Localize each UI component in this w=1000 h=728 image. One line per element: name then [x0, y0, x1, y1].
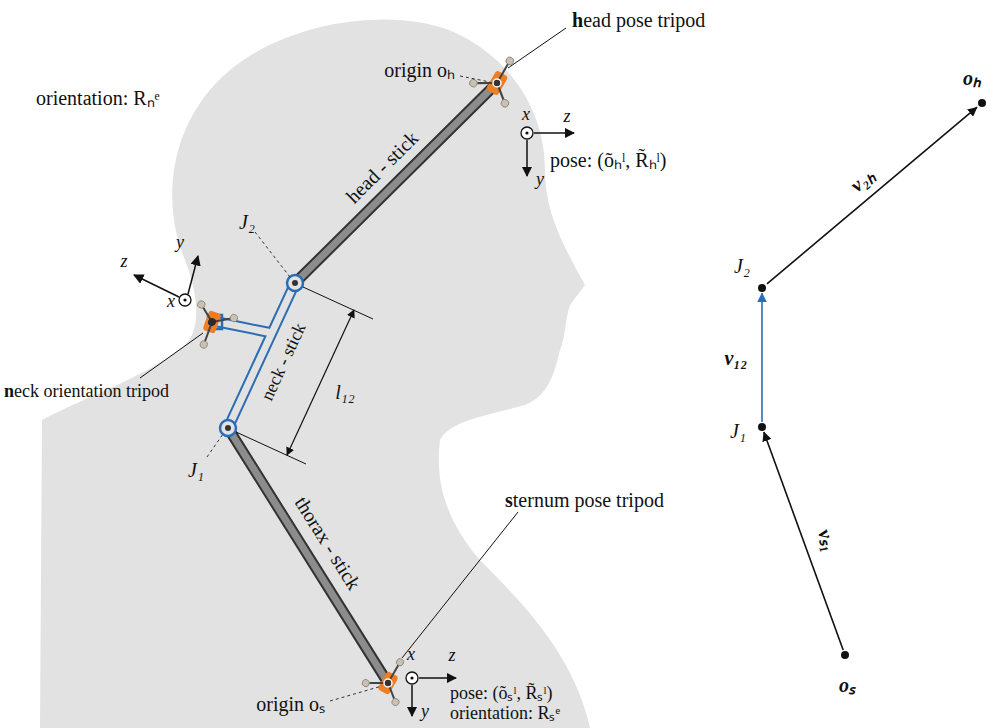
dimension-label: l₁₂	[335, 381, 354, 403]
vector-point: oₛ	[840, 650, 850, 660]
origin-point	[384, 679, 392, 687]
point-dot	[758, 284, 766, 292]
axis-out-of-plane	[525, 131, 528, 134]
joint-center	[292, 280, 298, 286]
joint-label: J₂	[239, 211, 255, 233]
thorax-stick	[228, 428, 388, 683]
point-label: J₂	[734, 255, 750, 277]
axis-arrow	[411, 685, 413, 716]
leader-line	[140, 333, 203, 378]
origin-label: origin oₕ	[384, 59, 455, 81]
vector-arrow	[761, 293, 763, 422]
axis-arrow	[419, 677, 456, 679]
axis-label: z	[563, 107, 570, 127]
point-label: oₕ	[963, 67, 981, 89]
vector-point: J₂	[757, 283, 767, 293]
leader-line	[255, 232, 290, 277]
axis-label: y	[176, 233, 184, 253]
leader-line	[207, 434, 223, 457]
vector-point: J₁	[757, 422, 767, 432]
orientation-label: orientation: Rₛᵉ	[450, 704, 560, 724]
axis-label: x	[167, 292, 175, 312]
leader-line	[508, 28, 566, 68]
axis-label: x	[407, 645, 415, 665]
pose-label: pose: (õₕˡ, R̃ₕˡ)	[550, 149, 667, 171]
axis-label: y	[421, 702, 429, 722]
axis-label: z	[120, 252, 127, 272]
vector-arrow	[764, 432, 843, 650]
joint-center	[225, 425, 231, 431]
head-stick	[295, 83, 497, 283]
leader-line	[460, 76, 490, 82]
axis-out-of-plane	[410, 676, 413, 679]
vector-arrow	[767, 107, 977, 284]
joint-label: J₁	[188, 459, 204, 481]
thorax-stick	[228, 428, 388, 683]
head-silhouette	[40, 20, 590, 728]
axis-arrow	[188, 256, 198, 294]
head-stick	[295, 83, 497, 283]
vector-label: v₂ₕ	[846, 164, 878, 196]
axis-out-of-plane	[183, 298, 186, 301]
joint	[220, 420, 236, 436]
origin-label: origin oₛ	[256, 693, 325, 715]
axis-label: y	[536, 170, 544, 190]
axis-out-of-plane	[521, 127, 533, 139]
axis-label: z	[448, 646, 455, 666]
axis-out-of-plane	[406, 672, 418, 684]
part-label: neck orientation tripod	[4, 382, 169, 402]
origin-point	[493, 79, 501, 87]
leader-line	[402, 512, 518, 658]
axis-arrow	[534, 132, 574, 134]
point-label: J₁	[730, 420, 746, 442]
axis-out-of-plane	[179, 294, 191, 306]
vector-point: oₕ	[977, 98, 987, 108]
point-dot	[758, 423, 766, 431]
extension-line	[303, 287, 373, 319]
vector-label: vₛ₁	[814, 526, 842, 554]
point-dot	[841, 651, 849, 659]
axis-arrow	[526, 140, 528, 176]
point-dot	[978, 99, 986, 107]
axis-label: x	[522, 105, 530, 125]
part-label: head pose tripod	[572, 9, 705, 31]
neck-tripod	[184, 300, 239, 356]
pose-label: pose: (õₛˡ, R̃ₛˡ)	[450, 684, 552, 704]
orientation-label: orientation: Rₙᵉ	[36, 87, 160, 109]
head-tripod	[467, 45, 529, 108]
point-label: oₛ	[839, 674, 855, 696]
part-label: sternum pose tripod	[505, 489, 664, 511]
vector-label: v₁₂	[725, 347, 748, 369]
leader-line	[330, 686, 382, 701]
joint	[287, 275, 303, 291]
